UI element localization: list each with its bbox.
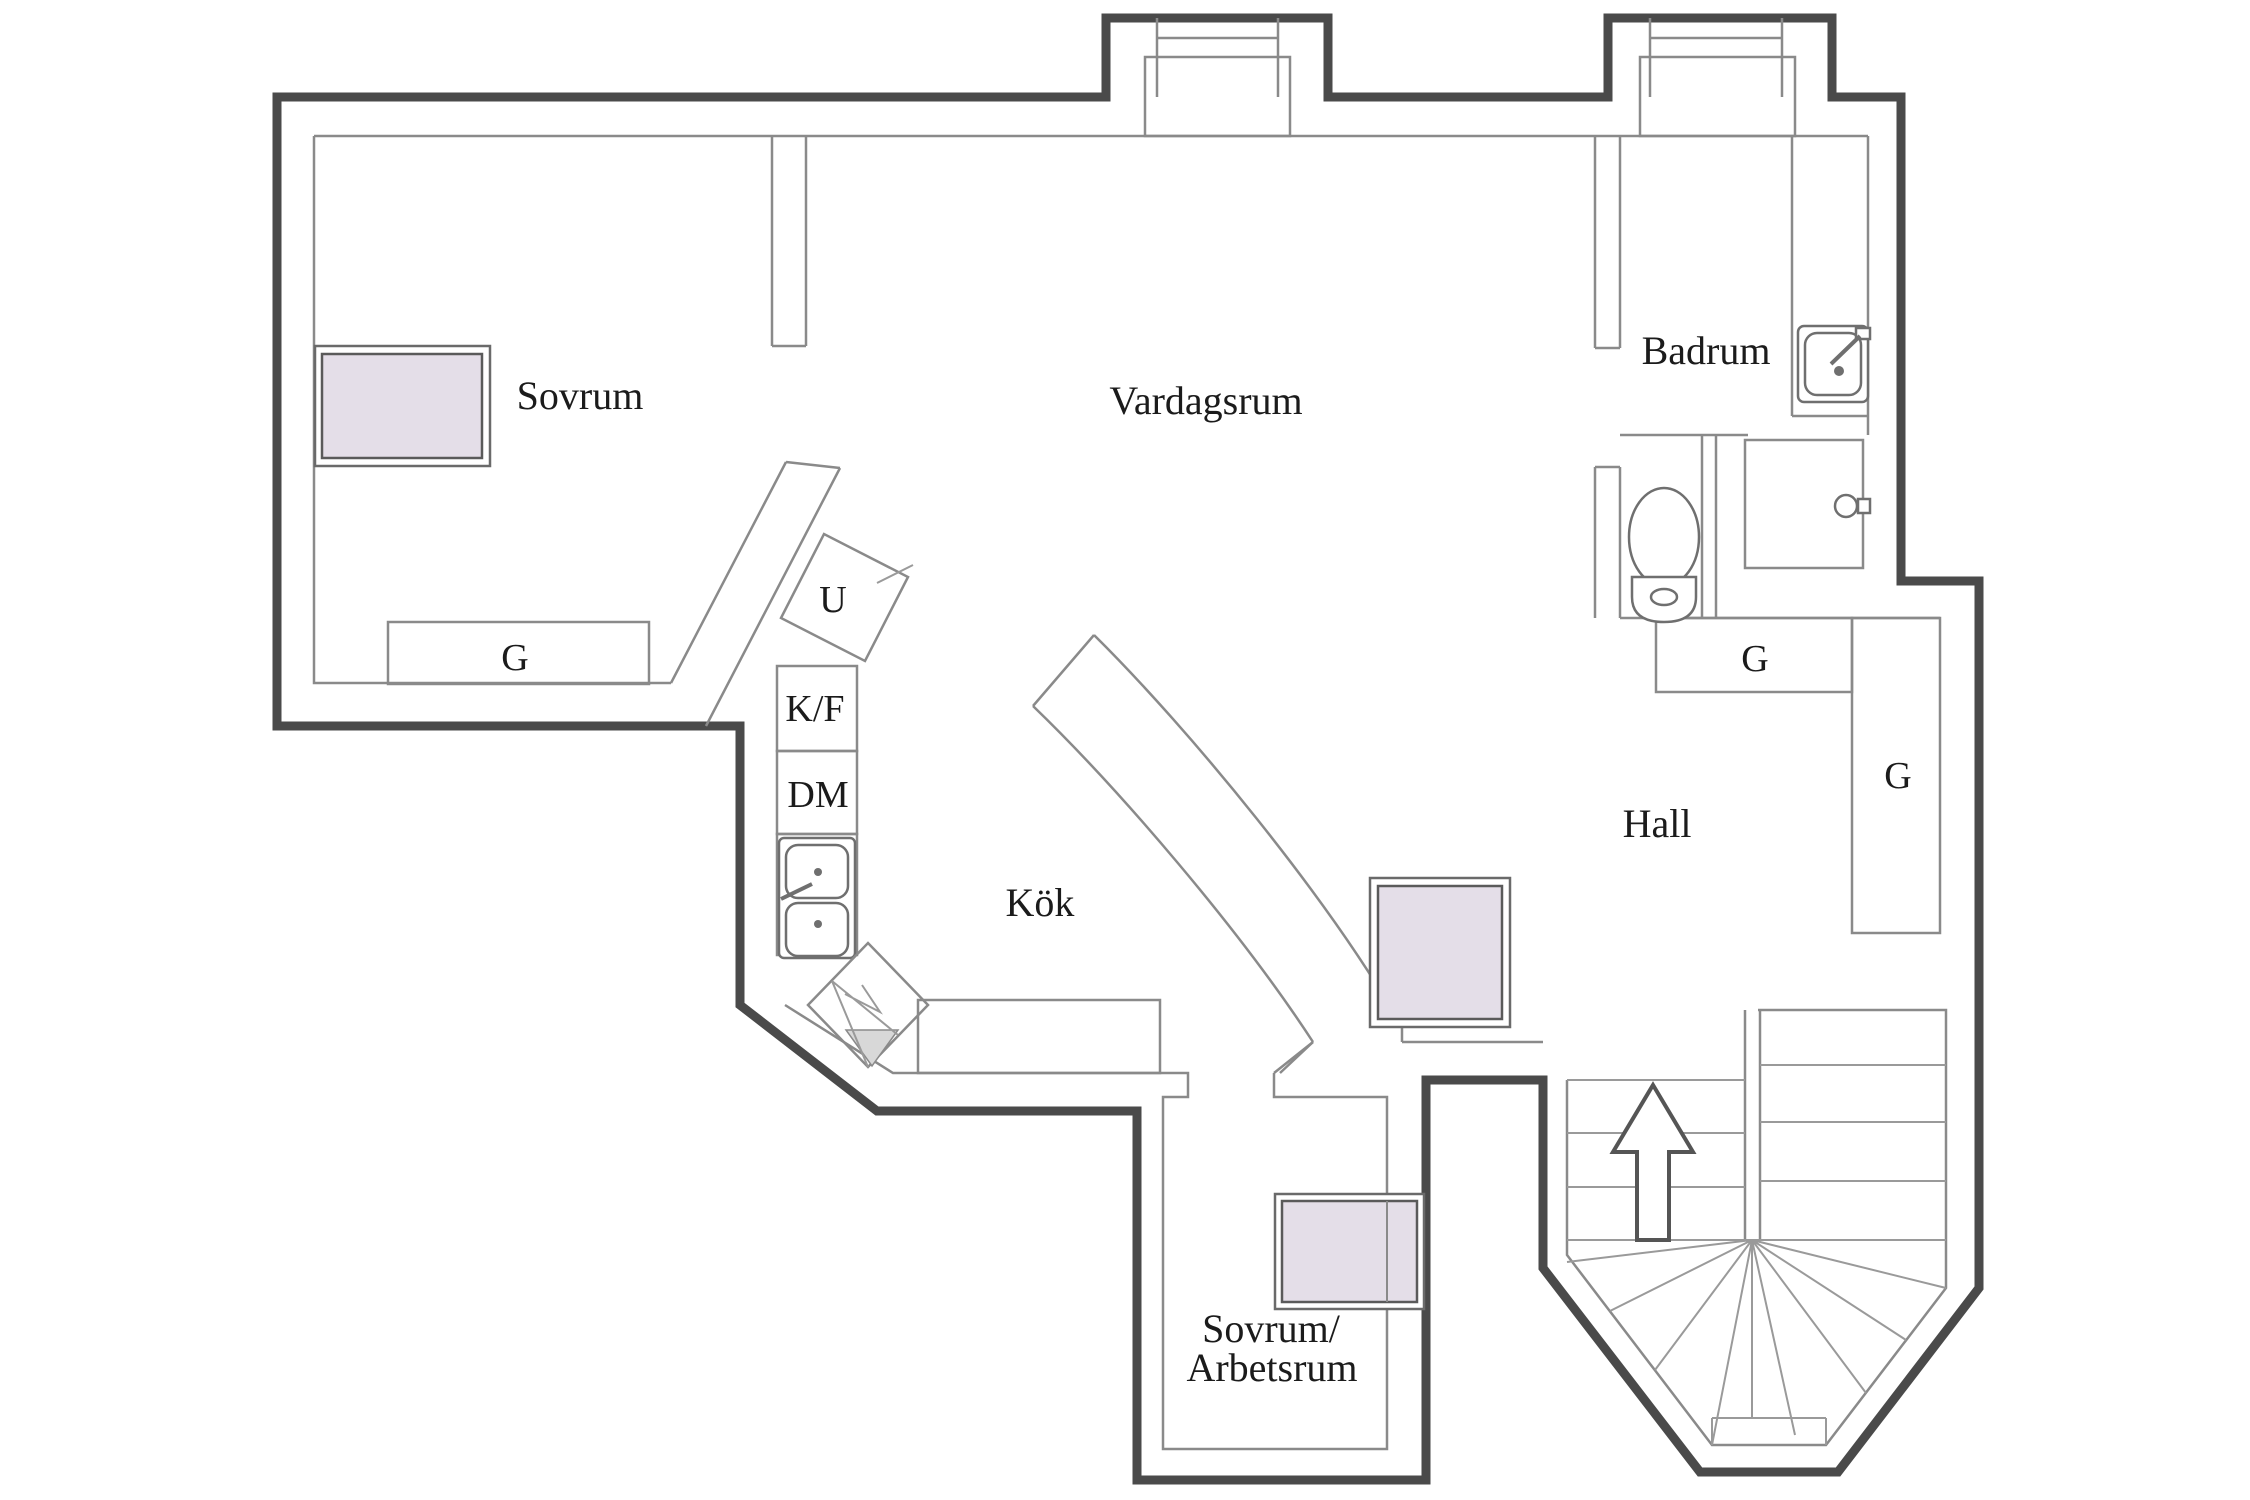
chimney-right xyxy=(1638,55,1797,138)
appliance-label-dishwasher: DM xyxy=(787,774,848,816)
stair-stringer-wall xyxy=(1743,1010,1762,1240)
kitchen-bottom-walls xyxy=(784,1003,1543,1451)
wardrobe-sovrum xyxy=(386,620,651,686)
kitchen-cabinets xyxy=(775,532,914,957)
fireplace-bedroom2 xyxy=(1273,1192,1426,1311)
curved-wall xyxy=(1032,634,1404,1074)
winder-stair-fan xyxy=(1566,1239,1947,1446)
oven-cabinet xyxy=(779,532,910,663)
badrum-walls xyxy=(1593,136,1870,618)
room-label-badrum: Badrum xyxy=(1642,328,1771,373)
corner-cabinet xyxy=(806,941,930,1069)
closet-hall-right xyxy=(1850,616,1942,935)
kitchen-counter xyxy=(916,998,1162,1075)
room-label-vardagsrum: Vardagsrum xyxy=(1109,378,1302,423)
kitchen-sink-icon xyxy=(777,836,857,960)
room-label-hall: Hall xyxy=(1623,801,1692,846)
fireplace-hall xyxy=(1368,876,1512,1029)
bathroom-door xyxy=(1743,438,1872,570)
closet-label-sovrum: G xyxy=(501,637,528,679)
fireplace-sovrum xyxy=(313,344,492,468)
bathroom-sink-icon xyxy=(1796,324,1872,404)
room-label-sovrum-arbetsrum-line2: Arbetsrum xyxy=(1186,1345,1357,1390)
appliance-label-fridge-freezer: K/F xyxy=(785,688,844,730)
outer-wall xyxy=(272,13,1984,1485)
appliance-label-oven: U xyxy=(819,579,846,621)
room-label-sovrum-arbetsrum-line1: Sovrum/ xyxy=(1202,1306,1341,1351)
room-label-sovrum: Sovrum xyxy=(517,373,644,418)
closet-label-hall-right: G xyxy=(1884,755,1911,797)
room-label-kok: Kök xyxy=(1006,880,1075,925)
closet-label-hall-top: G xyxy=(1741,638,1768,680)
inner-walls-top-left xyxy=(312,134,1868,727)
chimney-left xyxy=(1143,55,1292,138)
toilet-icon xyxy=(1627,486,1701,624)
stairs-up-arrow-icon xyxy=(1609,1081,1697,1242)
